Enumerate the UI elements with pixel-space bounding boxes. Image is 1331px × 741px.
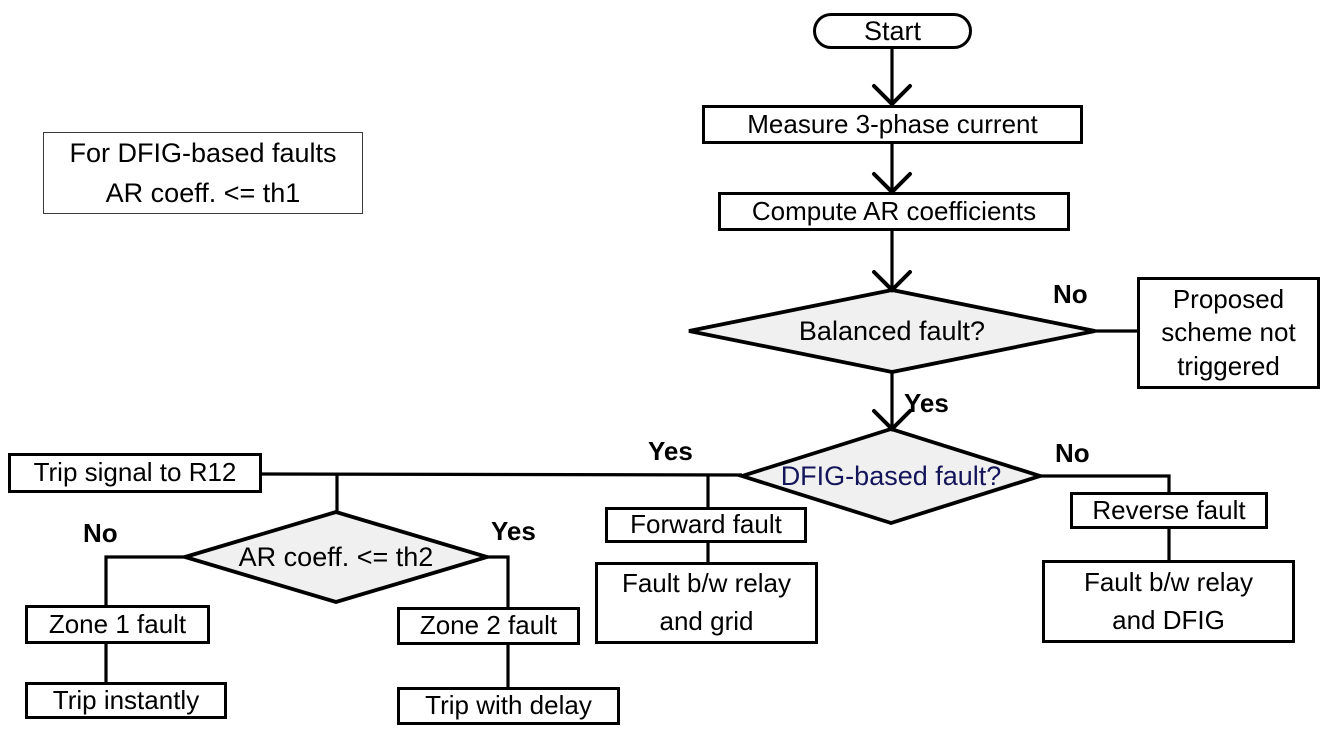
edge-ar2-zone1 [104,555,185,607]
zone1-fault-node: Zone 1 fault [25,605,210,644]
arrowhead-start-measure [872,84,912,107]
compute-ar-node: Compute AR coefficients [718,192,1070,231]
arrowhead-balanced-dfig [872,409,912,432]
trip-instantly-node: Trip instantly [25,682,227,719]
proposed-scheme-node: Proposed scheme not triggered [1137,277,1320,389]
start-node: Start [813,13,972,49]
ar2-yes-label: Yes [491,516,536,546]
dfig-fault-diamond [735,427,1047,525]
measure-current-node: Measure 3-phase current [702,105,1083,144]
arrowhead-compute-balanced [872,270,912,293]
edge-ar2-zone2 [487,555,510,609]
balanced-no-label: No [1053,279,1088,309]
edge-dfig-reverse [1040,474,1171,494]
ar-coeff-th2-diamond [178,510,494,604]
fault-relay-grid-node: Fault b/w relay and grid [595,562,818,644]
trip-with-delay-node: Trip with delay [397,687,620,725]
balanced-yes-label: Yes [904,388,949,418]
trip-signal-r12-node: Trip signal to R12 [8,453,262,493]
dfig-yes-label: Yes [648,436,693,466]
zone2-fault-node: Zone 2 fault [397,607,580,645]
threshold-note: For DFIG-based faults AR coeff. <= th1 [43,132,363,214]
balanced-fault-diamond [688,288,1096,374]
fault-relay-dfig-node: Fault b/w relay and DFIG [1042,560,1295,643]
edge-dfig-left-run [261,472,743,477]
ar2-no-label: No [83,518,118,548]
forward-fault-node: Forward fault [605,507,807,543]
reverse-fault-node: Reverse fault [1070,492,1268,529]
dfig-no-label: No [1055,438,1090,468]
